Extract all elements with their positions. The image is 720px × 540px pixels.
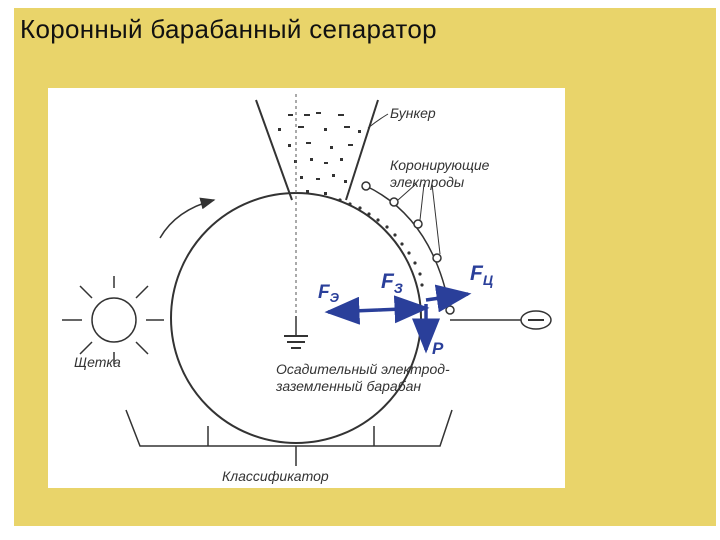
- force-arrows: [324, 284, 472, 354]
- force-fz-label: FЗ: [381, 270, 403, 296]
- corona-electrodes: [361, 181, 455, 315]
- hopper: [255, 99, 389, 201]
- force-fe-label: FЭ: [318, 282, 340, 305]
- slide-title: Коронный барабанный сепаратор: [20, 14, 437, 44]
- hopper-particles: [278, 112, 361, 195]
- collector-label-line1: Осадительный электрод-: [276, 361, 450, 377]
- force-fc-label: FЦ: [470, 262, 493, 288]
- corona-electrode: [432, 253, 442, 263]
- corona-electrode: [361, 181, 371, 191]
- collector-label-line2: заземленный барабан: [275, 378, 421, 394]
- classifier-label: Классификатор: [222, 468, 329, 484]
- separator-diagram: FЭ FЗ FЦ P Бункер Коронирующие электроды…: [62, 94, 552, 484]
- particle-stream: [338, 198, 424, 287]
- force-fc-arrow: [425, 284, 472, 313]
- corona-electrode: [389, 197, 399, 207]
- force-fz-arrow: [377, 295, 430, 324]
- separator-figure: FЭ FЗ FЦ P Бункер Коронирующие электроды…: [48, 88, 565, 488]
- corona-label-line1: Коронирующие: [390, 157, 490, 173]
- rotation-arrow-icon: [159, 197, 216, 239]
- corona-electrode: [413, 219, 423, 229]
- ground-icon: [284, 316, 308, 349]
- corona-electrode: [445, 305, 455, 315]
- brush-label: Щетка: [74, 354, 121, 370]
- corona-label-line2: электроды: [390, 174, 465, 190]
- hopper-label: Бункер: [390, 105, 436, 121]
- negative-terminal: [450, 310, 552, 330]
- classifier: [125, 409, 453, 466]
- brush-icon: [62, 276, 164, 364]
- force-p-label: P: [432, 339, 444, 358]
- force-fe-arrow: [324, 296, 379, 325]
